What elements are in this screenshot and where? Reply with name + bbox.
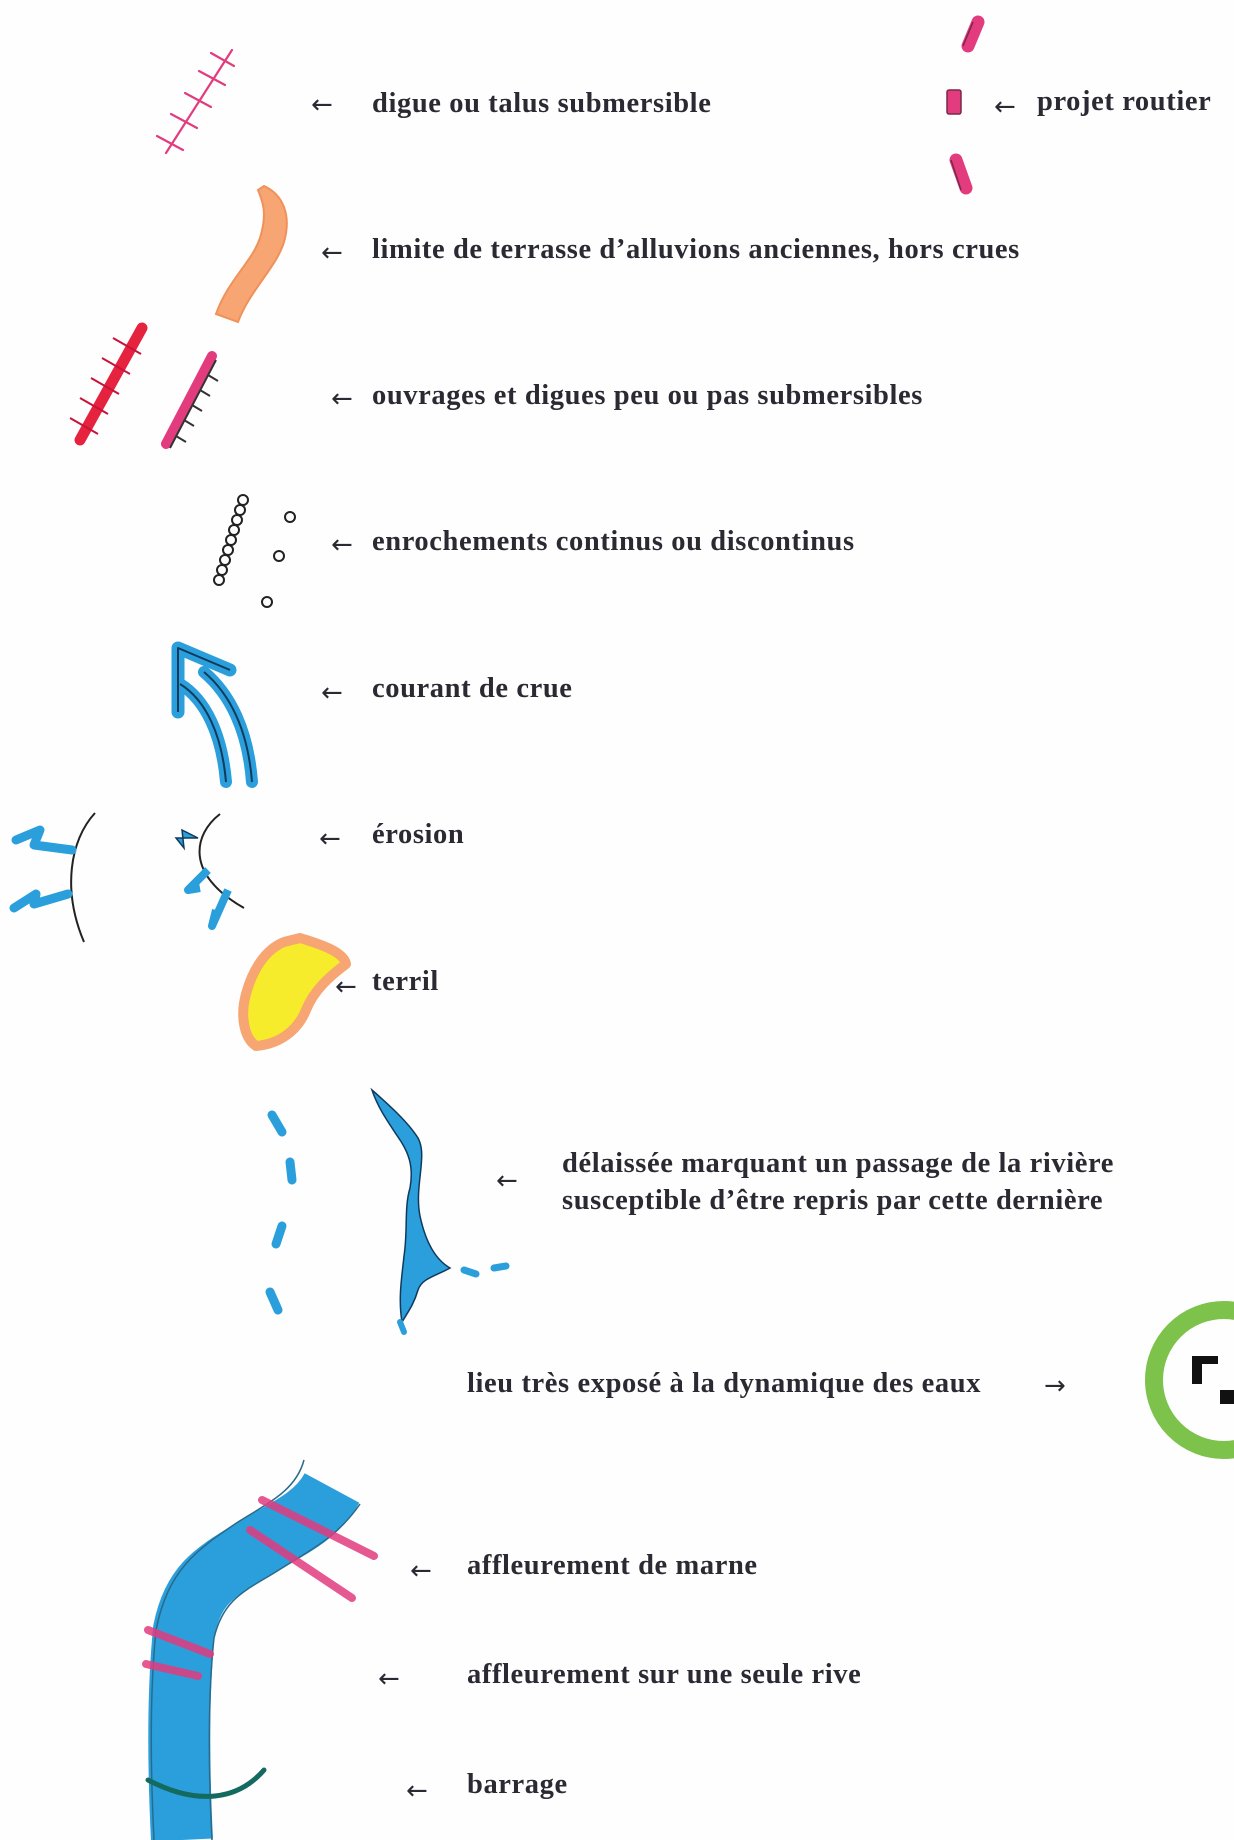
marl-outcrop-icon — [142, 1496, 378, 1680]
arrow-digue-submersible: ← — [311, 90, 333, 120]
dike-icon — [69, 322, 219, 449]
arrow-erosion: ← — [319, 824, 341, 854]
arrow-marne: ← — [410, 1556, 432, 1586]
terrace-limit-icon — [214, 184, 288, 324]
arrow-ouvrages: ← — [331, 384, 353, 414]
label-marne: affleurement de marne — [467, 1550, 758, 1581]
dashed-road-icon — [946, 15, 985, 195]
arrow-projet-routier: ← — [994, 92, 1016, 122]
arrow-barrage: ← — [406, 1776, 428, 1806]
label-erosion: érosion — [372, 819, 465, 850]
riprap-icon — [213, 494, 296, 608]
label-terril: terril — [372, 966, 439, 997]
hatched-line-icon — [155, 48, 236, 155]
label-barrage: barrage — [467, 1769, 568, 1800]
label-terrasse: limite de terrasse d’alluvions anciennes… — [372, 234, 1020, 265]
label-courant: courant de crue — [372, 673, 573, 704]
arrow-terril: ← — [335, 972, 357, 1002]
label-delaissee-line1: délaissée marquant un passage de la rivi… — [562, 1148, 1115, 1179]
arrow-lieu-expose: → — [1044, 1371, 1066, 1401]
label-seule-rive: affleurement sur une seule rive — [467, 1659, 862, 1690]
arrow-delaissee: ← — [496, 1166, 518, 1196]
erosion-icon — [9, 812, 245, 943]
label-ouvrages: ouvrages et digues peu ou pas submersibl… — [372, 380, 923, 411]
exposed-place-icon — [1145, 1301, 1234, 1459]
flood-current-arrow — [171, 641, 258, 788]
label-digue-submersible: digue ou talus submersible — [372, 88, 712, 119]
river-icon — [148, 1459, 361, 1840]
arrow-terrasse: ← — [321, 238, 343, 268]
arrow-enrochements: ← — [331, 530, 353, 560]
label-delaissee-line2: susceptible d’être repris par cette dern… — [562, 1185, 1104, 1216]
arrow-seule-rive: ← — [378, 1664, 400, 1694]
arrow-courant: ← — [321, 678, 343, 708]
label-projet-routier: projet routier — [1037, 86, 1212, 117]
oxbow-icon — [265, 1087, 510, 1335]
slag-heap-icon — [238, 933, 351, 1051]
label-enrochements: enrochements continus ou discontinus — [372, 526, 855, 557]
dam-icon — [145, 1767, 267, 1799]
label-lieu-expose: lieu très exposé à la dynamique des eaux — [467, 1368, 982, 1399]
